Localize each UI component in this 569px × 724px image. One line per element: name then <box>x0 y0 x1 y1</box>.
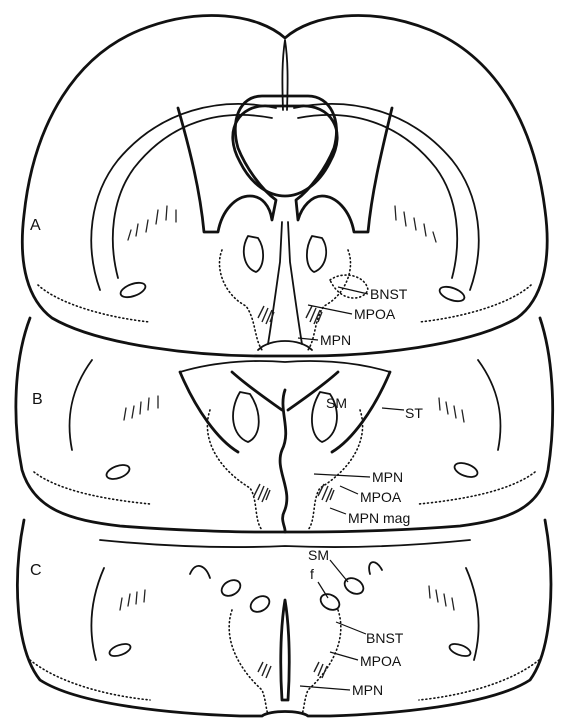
section-c: C SM f BNST MPOA MPN <box>17 520 550 716</box>
section-c-mpoa-label: MPOA <box>360 653 402 669</box>
section-a-third-ventricle <box>268 222 302 344</box>
section-a-dotted-edge-left <box>38 285 150 322</box>
section-c-third-ventricle <box>281 600 289 700</box>
section-c-bnst-leader <box>336 622 366 634</box>
section-c-dotted-edge-left <box>30 660 150 700</box>
section-b-mpoa-label: MPOA <box>360 489 402 505</box>
section-b-fibers-right <box>439 398 464 422</box>
section-a-fibers-right <box>395 206 436 242</box>
section-a-optic-chiasm <box>258 341 312 350</box>
section-b-callosum-left <box>69 360 92 450</box>
section-c-shaded-right <box>314 662 327 678</box>
section-c-mpn-leader <box>300 686 350 690</box>
section-c-fibers-left <box>120 590 145 610</box>
section-b-mpn-leader <box>314 474 370 477</box>
section-a-fibers-left <box>128 206 176 240</box>
section-c-ventral-oval-right <box>448 642 472 659</box>
section-b-letter: B <box>32 391 43 408</box>
section-a: A BNST MPOA MPN <box>22 16 547 356</box>
section-a-ventral-oval-right <box>438 284 467 304</box>
section-b-dotted-edge-left <box>34 472 150 504</box>
section-a-ventral-oval-left <box>119 280 148 300</box>
section-b-ventral-oval-left <box>105 462 132 481</box>
section-a-anterior-commissure-right <box>307 236 326 272</box>
section-c-sm-leader <box>330 560 348 582</box>
section-b-shaded-left <box>254 484 270 502</box>
section-b-mpn-mag-label: MPN mag <box>348 510 410 526</box>
section-c-callosum-left <box>91 568 104 660</box>
section-b-st-leader <box>382 408 404 410</box>
section-a-mpoa-label: MPOA <box>354 306 396 322</box>
section-b-mpoa-leader <box>340 486 358 494</box>
section-b-fibers-left <box>124 396 158 420</box>
section-a-dotted-bnst <box>330 275 368 298</box>
section-c-notch-left <box>190 566 210 578</box>
section-a-bnst-label: BNST <box>370 286 408 302</box>
section-c-dotted-edge-right <box>419 660 539 700</box>
section-a-letter: A <box>30 217 41 234</box>
section-a-dotted-nucleus-left <box>219 250 262 350</box>
section-c-mpn-label: MPN <box>352 682 383 698</box>
section-b-mpn-mag-leader <box>330 508 346 514</box>
section-c-mpoa-leader <box>330 652 358 660</box>
section-c-f-label: f <box>310 566 314 582</box>
section-a-septum <box>233 106 337 196</box>
section-c-oval-left-2 <box>248 593 272 615</box>
section-a-dotted-edge-right <box>419 285 531 322</box>
section-b-shaded-right <box>318 484 334 502</box>
section-c-oval-left-1 <box>219 577 243 599</box>
section-c-dotted-nucleus-right <box>302 610 341 714</box>
section-b-mpn-label: MPN <box>372 469 403 485</box>
section-c-outline <box>17 520 550 716</box>
section-c-notch-right <box>369 562 382 574</box>
section-a-midline-fissure <box>282 40 287 110</box>
section-a-mpn-label: MPN <box>320 332 351 348</box>
section-b-ventral-oval-right <box>453 460 480 479</box>
section-c-dorsal-edge <box>100 540 470 547</box>
section-a-anterior-commissure-left <box>244 236 263 272</box>
section-b-sm-label: SM <box>326 395 347 411</box>
section-a-ventricles <box>178 96 392 232</box>
section-b-callosum-right <box>478 360 501 450</box>
section-c-letter: C <box>30 562 42 579</box>
section-b: B SM ST MPN MPOA MPN mag <box>16 318 553 532</box>
section-c-shaded-left <box>258 662 271 678</box>
section-c-dotted-nucleus-left <box>229 610 268 714</box>
section-a-bnst-leader <box>338 287 368 294</box>
section-b-dotted-edge-right <box>419 472 535 504</box>
section-b-sm-left <box>233 392 259 442</box>
section-c-sm-label: SM <box>308 547 329 563</box>
section-c-fibers-right <box>429 586 454 610</box>
section-b-dorsal-edge <box>180 361 390 372</box>
section-c-bnst-label: BNST <box>366 630 404 646</box>
section-b-third-ventricle <box>280 390 287 532</box>
section-c-ventral-oval-left <box>108 642 132 659</box>
section-c-callosum-right <box>466 568 479 660</box>
section-b-st-label: ST <box>405 405 423 421</box>
